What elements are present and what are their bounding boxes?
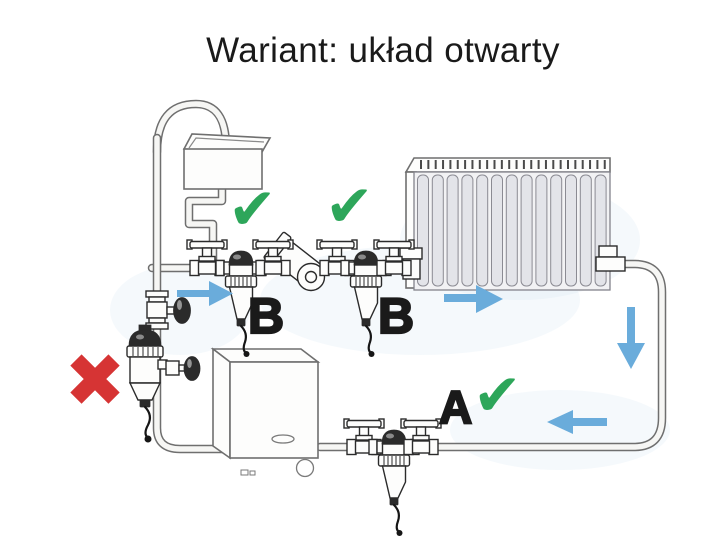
radiator-right-fitting [595, 245, 626, 272]
radiator-fin [505, 174, 518, 287]
radiator-fin [476, 174, 489, 287]
radiator-fin [491, 174, 503, 287]
knob-valve-filter-side [165, 356, 201, 381]
radiator-fin [446, 174, 459, 287]
radiator-fins [417, 174, 607, 287]
radiator-fin [461, 174, 474, 287]
flow-arrow-left-icon [547, 410, 607, 434]
radiator-fin [579, 174, 592, 287]
boiler [210, 347, 321, 478]
ball-valve-return-2 [400, 418, 442, 456]
flow-arrows [177, 281, 645, 434]
flow-arrow-right-icon [444, 285, 503, 313]
radiator-fin [535, 174, 548, 287]
radiator-top-ticks [420, 160, 606, 169]
flow-arrow-right-icon [177, 281, 233, 306]
circulation-pump [263, 231, 327, 292]
radiator-fin [565, 174, 577, 287]
radiator [399, 157, 626, 291]
flow-arrow-down-icon [617, 307, 645, 369]
radiator-fin [520, 174, 533, 287]
expansion-tank [182, 133, 272, 190]
magnetic-filter-vertical [126, 324, 168, 443]
radiator-fin [431, 174, 444, 287]
radiator-fin [550, 174, 563, 287]
